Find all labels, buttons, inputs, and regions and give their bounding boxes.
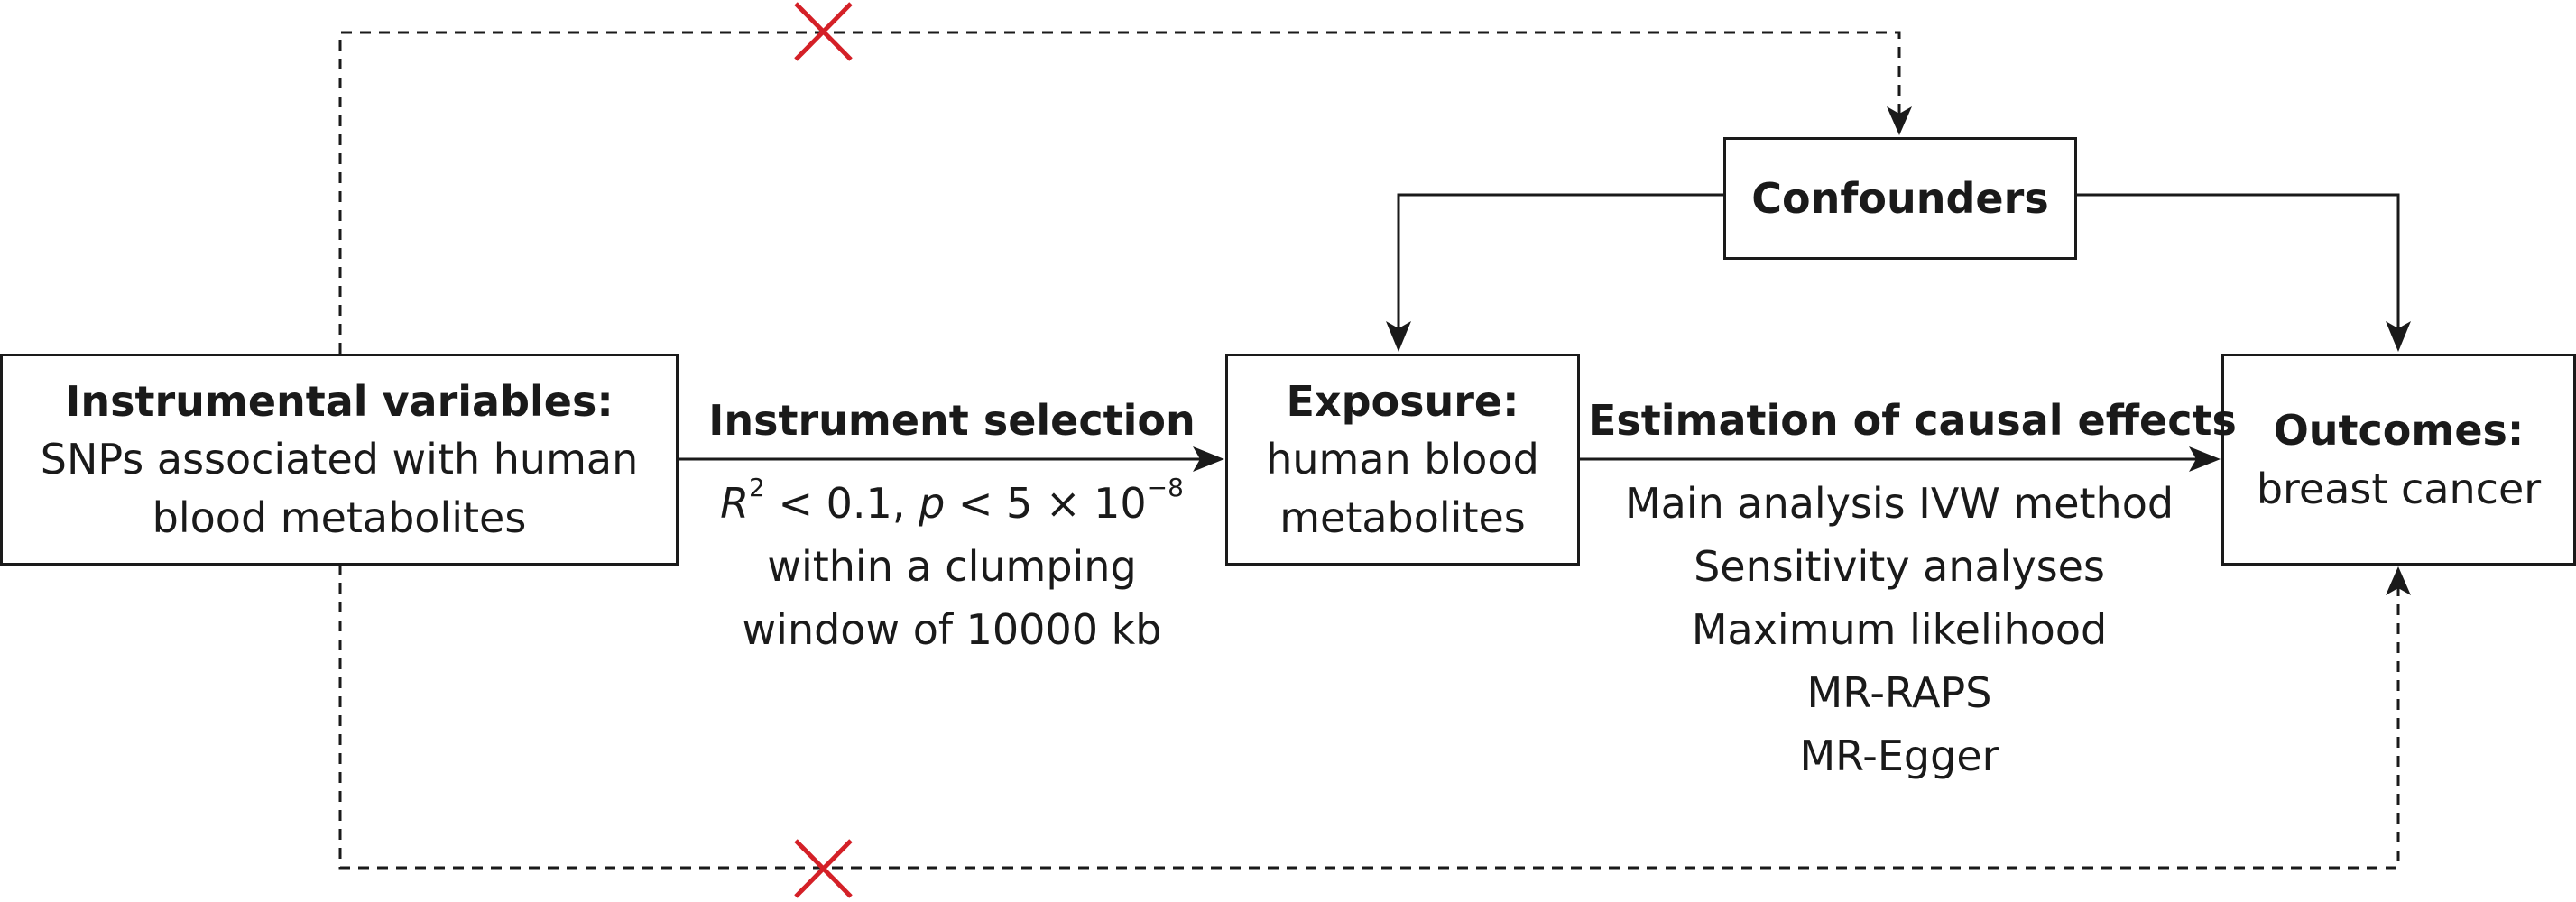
method-item: Maximum likelihood — [1691, 604, 2108, 654]
cross-icon — [794, 839, 853, 898]
method-item: Main analysis IVW method — [1624, 479, 2174, 528]
method-item: MR-Egger — [1799, 731, 1999, 780]
arrowhead-exposure-outcomes — [2189, 446, 2221, 472]
instrumental-variables-line: SNPs associated with human — [40, 435, 639, 484]
estimation-title: Estimation of causal effects — [1588, 390, 2237, 453]
cross-icon — [794, 2, 853, 61]
arrowhead-to-exposure — [1386, 321, 1411, 352]
arrowhead-to-outcomes — [2386, 566, 2411, 595]
instrumental-variables-box: Instrumental variables: SNPs associated … — [0, 354, 679, 566]
criteria-thresholds: R2 < 0.1, p < 5 × 10−8 — [704, 473, 1200, 536]
criteria-line: within a clumping — [767, 541, 1137, 591]
dashed-path-iv-to-outcomes — [338, 564, 2400, 870]
instrumental-variables-title: Instrumental variables: — [65, 376, 614, 426]
confounders-box: Confounders — [1723, 137, 2077, 260]
r-exponent: 2 — [749, 473, 765, 502]
p-threshold: < 5 × 10 — [945, 479, 1147, 528]
exposure-line: metabolites — [1279, 492, 1526, 542]
outcomes-title: Outcomes: — [2273, 406, 2525, 456]
confounders-title: Confounders — [1751, 173, 2049, 223]
r-threshold: < 0.1, — [764, 479, 919, 528]
instrument-selection-title-text: Instrument selection — [708, 396, 1196, 445]
outcomes-line: breast cancer — [2256, 464, 2542, 513]
arrow-confounders-to-outcomes — [2077, 193, 2400, 330]
exposure-line: human blood — [1266, 435, 1539, 484]
instrumental-variables-line: blood metabolites — [152, 492, 527, 542]
p-exponent: −8 — [1146, 473, 1184, 502]
criteria-line: window of 10000 kb — [742, 604, 1162, 654]
estimation-title-text: Estimation of causal effects — [1588, 396, 2237, 445]
instrument-selection-title: Instrument selection — [704, 390, 1200, 453]
outcomes-box: Outcomes: breast cancer — [2221, 354, 2576, 566]
method-item: Sensitivity analyses — [1694, 541, 2105, 591]
r-symbol: R — [720, 479, 750, 528]
arrow-confounders-to-exposure — [1397, 193, 1723, 330]
arrowhead-to-confounders — [1887, 106, 1912, 135]
arrowhead-confounders-outcomes — [2386, 321, 2411, 352]
method-item: MR-RAPS — [1806, 667, 1992, 717]
exposure-title: Exposure: — [1286, 376, 1519, 426]
p-symbol: p — [919, 479, 946, 528]
exposure-box: Exposure: human blood metabolites — [1225, 354, 1580, 566]
arrowhead-iv-exposure — [1193, 446, 1224, 472]
estimation-methods: Main analysis IVW method Sensitivity ana… — [1588, 473, 2211, 788]
dashed-path-iv-to-confounders — [338, 31, 1901, 354]
instrument-selection-criteria: R2 < 0.1, p < 5 × 10−8 within a clumping… — [704, 473, 1200, 662]
